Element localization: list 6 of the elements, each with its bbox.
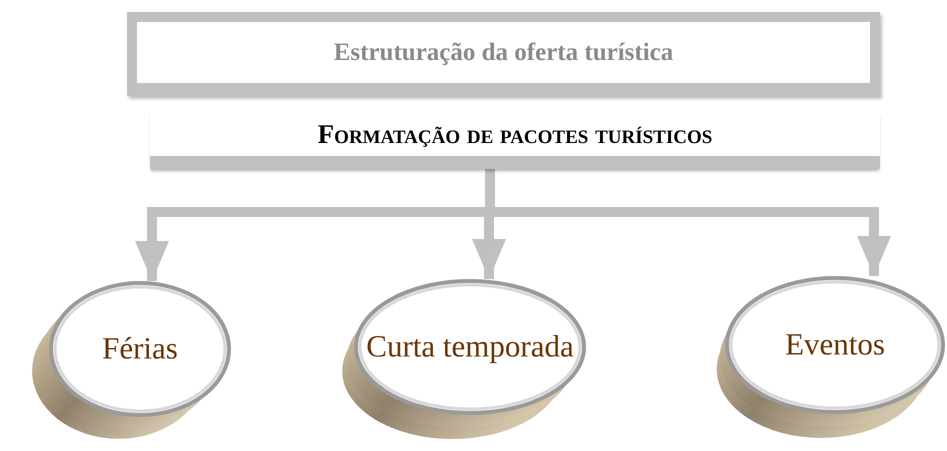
node-label: Curta temporada [366,330,574,364]
heading-frame [127,12,880,96]
title-text: Formatação de pacotes turísticos [318,118,712,150]
node-label: Férias [101,332,179,366]
node-label: Eventos [784,328,886,362]
heading-text: Estruturação da oferta turística [334,38,674,66]
